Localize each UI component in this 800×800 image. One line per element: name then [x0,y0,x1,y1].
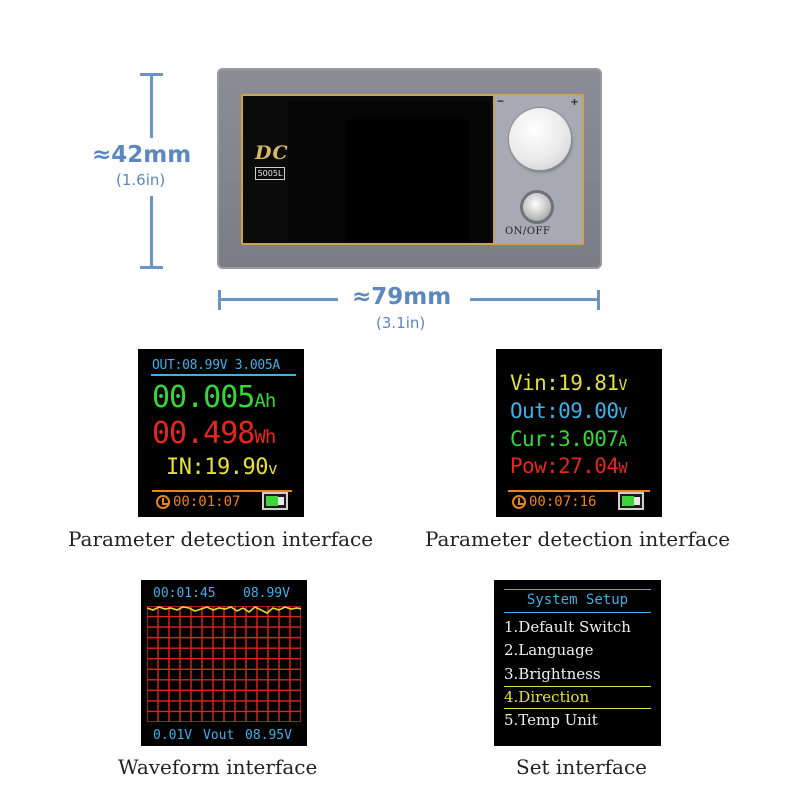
width-right-cap [597,290,600,310]
waveform-grid [147,606,301,722]
rotary-knob[interactable] [506,105,574,173]
power-module-device: DC 5005L − + ON/OFF [217,68,602,269]
footer-divider [508,490,650,492]
ah-readout: 00.005Ah [152,380,276,415]
clock-icon [512,495,526,509]
device-screen [288,101,490,242]
pow-unit: W [618,459,627,477]
output-switch-icon [262,492,288,510]
output-readout: OUT:08.99V 3.005A [152,358,280,373]
waveform-time: 00:01:45 [153,586,216,601]
minus-mark: − [497,94,505,108]
height-bottom-cap [140,266,163,269]
width-label: ≈79mm [352,284,452,310]
cur-readout: Cur:3.007A [510,427,627,451]
caption-parameter-1: Parameter detection interface [68,527,374,551]
settings-item[interactable]: 5.Temp Unit [504,711,598,729]
height-line-upper [150,73,153,138]
waveform-trace [147,606,301,614]
out-value: Out:09.00 [510,399,619,423]
settings-screen: System Setup 1.Default Switch 2.Language… [494,580,661,746]
height-sub-label: (1.6in) [116,171,166,189]
caption-settings: Set interface [516,755,648,779]
out-readout: Out:09.00V [510,399,627,423]
parameter-screen-2: Vin:19.81V Out:09.00V Cur:3.007A Pow:27.… [496,349,662,517]
front-bezel: DC 5005L − + ON/OFF [241,94,584,245]
pow-readout: Pow:27.04W [510,454,627,478]
footer-divider [152,490,292,492]
wh-unit: Wh [254,426,276,448]
input-voltage-readout: IN:19.90v [166,455,278,480]
width-line-right [470,298,600,301]
control-panel: − + ON/OFF [493,94,582,243]
settings-title: System Setup [526,592,629,608]
dc-logo: DC [255,142,289,164]
pow-value: Pow:27.04 [510,454,619,478]
out-unit: V [618,404,627,422]
header-divider [151,374,296,376]
waveform-plot [147,606,301,722]
width-sub-label: (3.1in) [376,314,426,332]
model-badge: 5005L [255,167,285,180]
waveform-min-voltage: 0.01V [153,728,193,743]
waveform-voltage-top: 08.99V [243,586,290,601]
device-screen-pane [346,119,469,241]
vin-readout: Vin:19.81V [510,371,627,395]
vin-value: Vin:19.81 [510,371,619,395]
ah-value: 00.005 [152,380,255,415]
selection-line-bottom [504,708,651,709]
height-label: ≈42mm [92,142,192,168]
cur-value: Cur:3.007 [510,427,619,451]
waveform-vout-value: 08.95V [245,728,292,743]
on-off-button[interactable] [523,193,551,221]
parameter-screen-1: OUT:08.99V 3.005A 00.005Ah 00.498Wh IN:1… [138,349,304,517]
caption-parameter-2: Parameter detection interface [425,527,731,551]
plus-mark: + [570,95,578,109]
ah-unit: Ah [254,390,276,412]
on-off-label: ON/OFF [505,226,551,237]
waveform-screen: 00:01:45 08.99V 0.01V Vout 08.95V [141,580,307,746]
timer-readout: 00:01:07 [173,494,241,510]
vin-unit: V [618,376,627,394]
settings-item[interactable]: 3.Brightness [504,665,601,683]
timer-readout: 00:07:16 [529,494,597,510]
title-divider-bottom [504,612,651,613]
output-switch-icon [618,492,644,510]
input-voltage-unit: v [267,459,278,478]
settings-item[interactable]: 2.Language [504,641,594,659]
height-line-lower [150,196,153,268]
clock-icon [156,495,170,509]
settings-item-selected[interactable]: 4.Direction [504,688,590,706]
waveform-vout-label: Vout [203,728,235,743]
selection-line-top [504,686,651,687]
wh-readout: 00.498Wh [152,416,276,451]
caption-waveform: Waveform interface [118,755,318,779]
wh-value: 00.498 [152,416,255,451]
cur-unit: A [618,432,627,450]
settings-item[interactable]: 1.Default Switch [504,618,631,636]
title-divider-top [504,589,651,590]
width-line-left [218,298,338,301]
input-voltage-value: IN:19.90 [166,455,268,480]
